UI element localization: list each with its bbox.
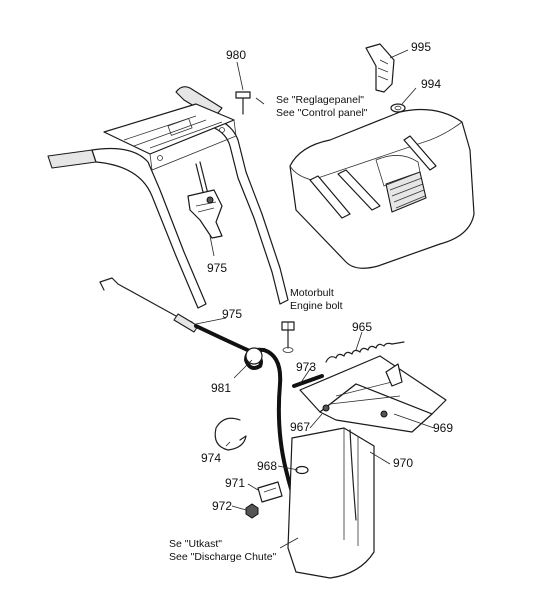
note-engine-bolt-en: Engine bolt bbox=[290, 300, 343, 312]
label-995: 995 bbox=[411, 40, 431, 54]
label-971: 971 bbox=[225, 476, 245, 490]
label-973: 973 bbox=[296, 360, 316, 374]
control-panel-cover bbox=[289, 43, 475, 269]
note-control-panel-en: See "Control panel" bbox=[276, 107, 368, 119]
part-labels: 980 995 994 975 975 965 973 981 967 969 … bbox=[201, 40, 453, 513]
note-discharge-en: See "Discharge Chute" bbox=[169, 551, 277, 563]
label-975-lower: 975 bbox=[222, 307, 242, 321]
label-967: 967 bbox=[290, 420, 310, 434]
label-969: 969 bbox=[433, 421, 453, 435]
label-965: 965 bbox=[352, 320, 372, 334]
note-discharge-sv: Se "Utkast" bbox=[169, 538, 222, 550]
note-engine-bolt-sv: Motorbult bbox=[290, 287, 334, 299]
label-975-upper: 975 bbox=[207, 261, 227, 275]
label-968: 968 bbox=[257, 459, 277, 473]
handlebar-assembly bbox=[47, 86, 289, 309]
reference-notes: Se "Reglagepanel" See "Control panel" Mo… bbox=[169, 94, 368, 563]
leader-lines bbox=[195, 49, 435, 549]
chute-mechanism bbox=[214, 341, 447, 579]
label-994: 994 bbox=[421, 77, 441, 91]
label-972: 972 bbox=[212, 499, 232, 513]
label-974: 974 bbox=[201, 451, 221, 465]
note-control-panel-sv: Se "Reglagepanel" bbox=[276, 94, 364, 106]
label-980: 980 bbox=[226, 48, 246, 62]
label-970: 970 bbox=[393, 456, 413, 470]
label-981: 981 bbox=[211, 381, 231, 395]
